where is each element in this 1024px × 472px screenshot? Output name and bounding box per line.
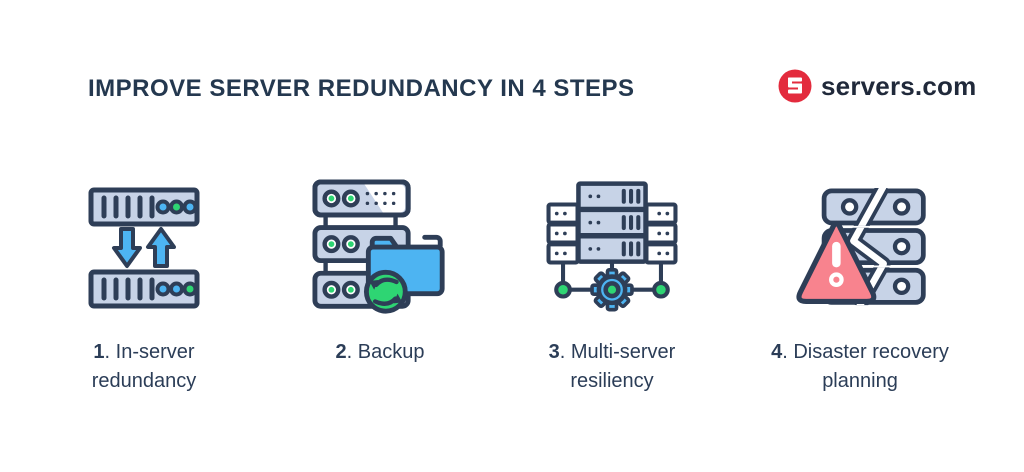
servers-logo-icon [778,69,812,103]
step-2: 2. Backup [270,178,490,367]
step-2-label: 2. Backup [335,341,425,363]
step-3-icon-box [544,178,680,318]
exclamation-dot-icon [829,271,844,287]
folder-back-icon [422,234,443,249]
step-4-icon-box [791,178,929,318]
cracked-server-icon [821,187,926,305]
exclamation-bar-icon [832,241,841,267]
step-4: 4. Disaster recovery planning [750,178,970,396]
warning-triangle-icon [796,220,877,304]
step-1: 1. In-server redundancy [34,178,254,396]
gear-icon [590,267,634,312]
step-4-label: 4. Disaster recovery planning [771,341,949,392]
brand-name: servers.com [821,70,977,101]
step-2-icon-box [312,178,448,318]
left-rack-icon [546,202,580,265]
backup-icon [312,179,445,314]
step-3-label: 3. Multi-server resiliency [548,341,676,392]
right-rack-icon [644,202,678,265]
step-3: 3. Multi-server resiliency [502,178,722,396]
node-dot-icon [652,280,670,299]
step-1-label: 1. In-server redundancy [91,341,197,392]
brand-logo: servers.com [778,69,976,103]
node-dot-icon [554,280,572,299]
up-arrow-icon [146,227,176,268]
down-arrow-icon [112,227,142,268]
in-server-redundancy-icon [88,187,200,309]
step-1-icon-box [88,178,200,318]
disaster-recovery-icon [796,187,926,305]
page-title: IMPROVE SERVER REDUNDANCY IN 4 STEPS [88,75,635,102]
center-rack-icon [576,181,648,264]
multi-server-resiliency-icon [546,181,678,312]
